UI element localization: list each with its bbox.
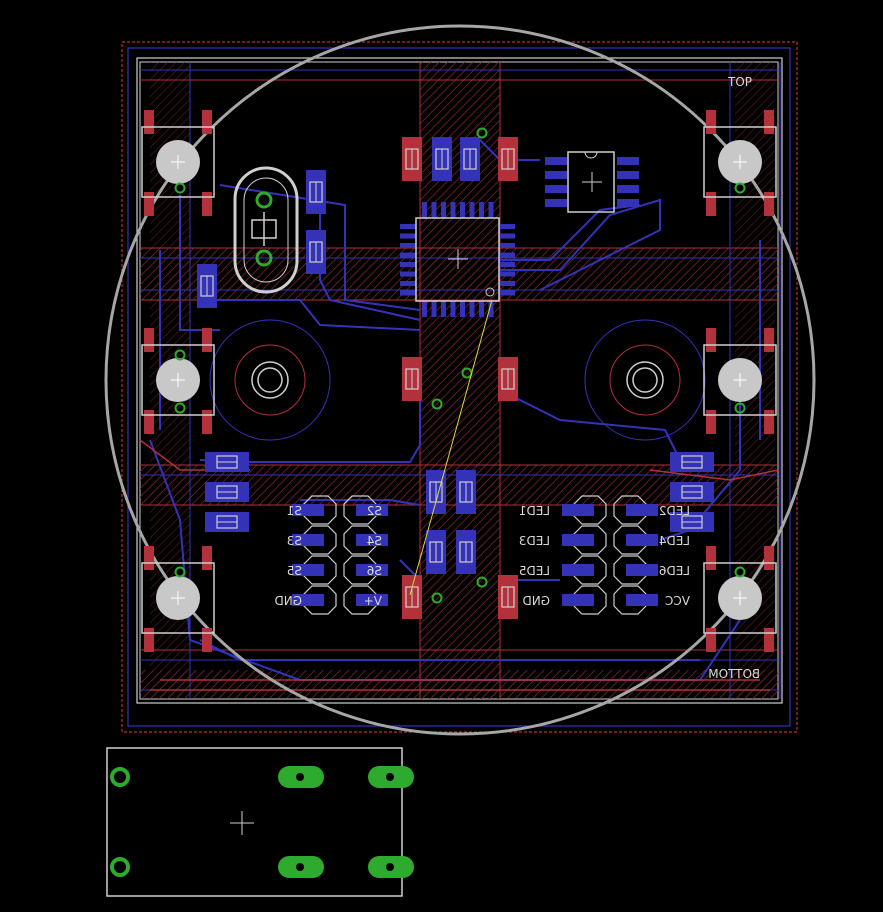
motor-right (584, 319, 706, 441)
soic-chip (545, 151, 639, 213)
smd-component (670, 452, 714, 472)
header-pin-label: GND (522, 594, 550, 608)
smd-component (426, 530, 446, 574)
microcontroller-qfp (400, 202, 515, 317)
smd-component (670, 482, 714, 502)
via (431, 398, 443, 410)
via (476, 127, 488, 139)
header-pin-label: V+ (364, 594, 382, 608)
smd-component (670, 512, 714, 532)
via (476, 576, 488, 588)
header-pin-label: VCC (665, 594, 690, 608)
vias (174, 127, 746, 604)
smd-component (456, 470, 476, 514)
via (174, 566, 186, 578)
header-pin-label: S1 (287, 504, 302, 518)
smd-component (460, 137, 480, 181)
header-pin-label: S3 (287, 534, 302, 548)
header-pin-label: LED3 (519, 534, 550, 548)
top-layer-label: TOP (727, 75, 752, 89)
tactile-button (703, 328, 777, 434)
smd-component (456, 530, 476, 574)
smd-component (498, 575, 518, 619)
header-pin-label: LED2 (659, 504, 690, 518)
header-pin-label: LED4 (659, 534, 690, 548)
header-pin-label: GND (274, 594, 302, 608)
header-pin-label: S2 (367, 504, 382, 518)
smd-component (498, 357, 518, 401)
via (174, 182, 186, 194)
smd-component (205, 452, 249, 472)
header-pin-label: LED5 (519, 564, 550, 578)
header-pin-label: S4 (367, 534, 382, 548)
tactile-button (141, 110, 215, 216)
crystal-oscillator (233, 166, 299, 294)
tactile-buttons (141, 110, 777, 652)
tactile-button (141, 546, 215, 652)
airwire (409, 299, 493, 596)
via (734, 566, 746, 578)
via (734, 402, 746, 414)
tactile-button (703, 546, 777, 652)
battery-holder (106, 747, 414, 897)
smd-passives (197, 137, 714, 619)
smd-component (205, 512, 249, 532)
smd-component (306, 170, 326, 214)
via (431, 592, 443, 604)
header-pin-label: LED1 (519, 504, 550, 518)
via (734, 182, 746, 194)
smd-component (432, 137, 452, 181)
smd-component (498, 137, 518, 181)
smd-component (402, 357, 422, 401)
header-pin-label: LED6 (659, 564, 690, 578)
bottom-layer-label: BOTTOM (708, 667, 760, 681)
header-pin-label: S5 (287, 564, 302, 578)
smd-component (205, 482, 249, 502)
motor-left (209, 319, 331, 441)
via (174, 402, 186, 414)
via (174, 349, 186, 361)
tactile-button (703, 110, 777, 216)
smd-component (402, 137, 422, 181)
board-dimension-circle (104, 24, 816, 736)
smd-component (306, 230, 326, 274)
header-pin-label: S6 (367, 564, 382, 578)
smd-component (197, 264, 217, 308)
tactile-button (141, 328, 215, 434)
smd-component (402, 575, 422, 619)
